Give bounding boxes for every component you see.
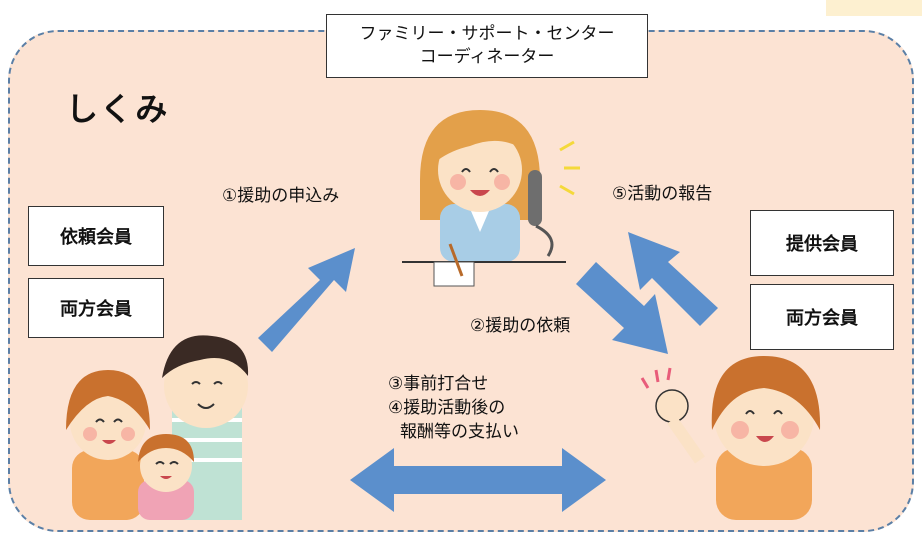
arrow-report-icon [628, 232, 718, 326]
right-member-box-1: 提供会員 [750, 210, 894, 276]
arrow-payment-icon [350, 448, 606, 512]
step-4-label-line2: 報酬等の支払い [400, 422, 519, 442]
step-5-label: ⑤活動の報告 [612, 184, 713, 204]
step-3-label: ③事前打合せ [388, 374, 489, 394]
step-2-label: ②援助の依頼 [470, 316, 571, 336]
arrow-request-icon [258, 248, 355, 352]
family-illustration-icon [66, 335, 249, 520]
left-member-box-1: 依頼会員 [28, 206, 164, 266]
corner-note [826, 0, 922, 16]
coordinator-title-box: ファミリー・サポート・センター コーディネーター [326, 14, 648, 78]
provider-illustration-icon [640, 356, 821, 520]
left-member-box-2: 両方会員 [28, 278, 164, 338]
diagram-heading: しくみ [66, 90, 170, 128]
step-4-label-line1: ④援助活動後の [388, 398, 506, 418]
coordinator-title-line2: コーディネーター [419, 47, 555, 67]
step-1-label: ①援助の申込み [222, 186, 340, 206]
right-member-box-2: 両方会員 [750, 284, 894, 350]
arrow-dispatch-icon [576, 262, 668, 354]
coordinator-illustration-icon [402, 110, 580, 287]
coordinator-title-line1: ファミリー・サポート・センター [359, 24, 615, 44]
